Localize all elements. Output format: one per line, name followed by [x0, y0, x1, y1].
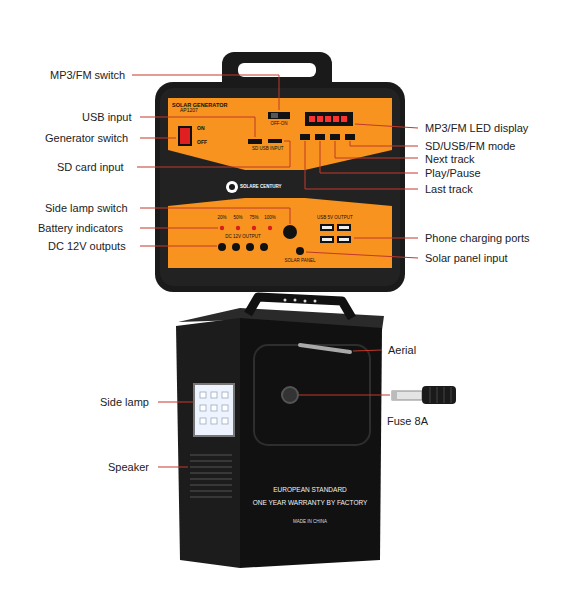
device-marking: OFF: [197, 140, 207, 146]
callout-label: Generator switch: [45, 132, 128, 145]
side-view: [176, 297, 456, 568]
device-marking: DC 12V OUTPUT: [225, 234, 261, 239]
device-marking: 50%: [233, 215, 242, 220]
callout-label: Solar panel input: [425, 252, 508, 265]
device-marking: USB 5V OUTPUT: [317, 215, 353, 220]
device-marking: AP1207: [180, 108, 198, 114]
callout-label: Battery indicators: [38, 222, 123, 235]
callout-label: Aerial: [388, 344, 416, 357]
device-marking: SOLAR PANEL: [285, 258, 316, 263]
callout-label: SD card input: [57, 161, 124, 174]
device-marking: ONE YEAR WARRANTY BY FACTORY: [253, 499, 368, 506]
callout-label: MP3/FM LED display: [425, 122, 528, 135]
front-view: [155, 52, 405, 292]
device-marking: 100%: [264, 215, 276, 220]
callout-label: MP3/FM switch: [50, 69, 125, 82]
callout-label: Fuse 8A: [387, 415, 428, 428]
callout-label: Play/Pause: [425, 167, 481, 180]
callout-label: Last track: [425, 183, 473, 196]
callout-label: USB input: [82, 111, 132, 124]
leader-lines: [132, 75, 418, 467]
device-marking: OFF-ON: [270, 121, 287, 126]
callout-label: Phone charging ports: [425, 232, 530, 245]
device-marking: 20%: [217, 215, 226, 220]
callout-label: Side lamp: [100, 396, 149, 409]
callout-label: DC 12V outputs: [48, 240, 126, 253]
device-marking: SOLARE CENTURY: [240, 184, 282, 189]
callout-label: SD/USB/FM mode: [425, 140, 515, 153]
callout-label: Speaker: [108, 461, 149, 474]
callout-label: Next track: [425, 153, 475, 166]
device-marking: 75%: [249, 215, 258, 220]
device-marking: EUROPEAN STANDARD: [273, 486, 347, 493]
device-marking: ON: [197, 126, 205, 132]
device-marking: MADE IN CHINA: [293, 519, 327, 524]
device-marking: SD USB INPUT: [252, 146, 284, 151]
callout-label: Side lamp switch: [45, 202, 128, 215]
